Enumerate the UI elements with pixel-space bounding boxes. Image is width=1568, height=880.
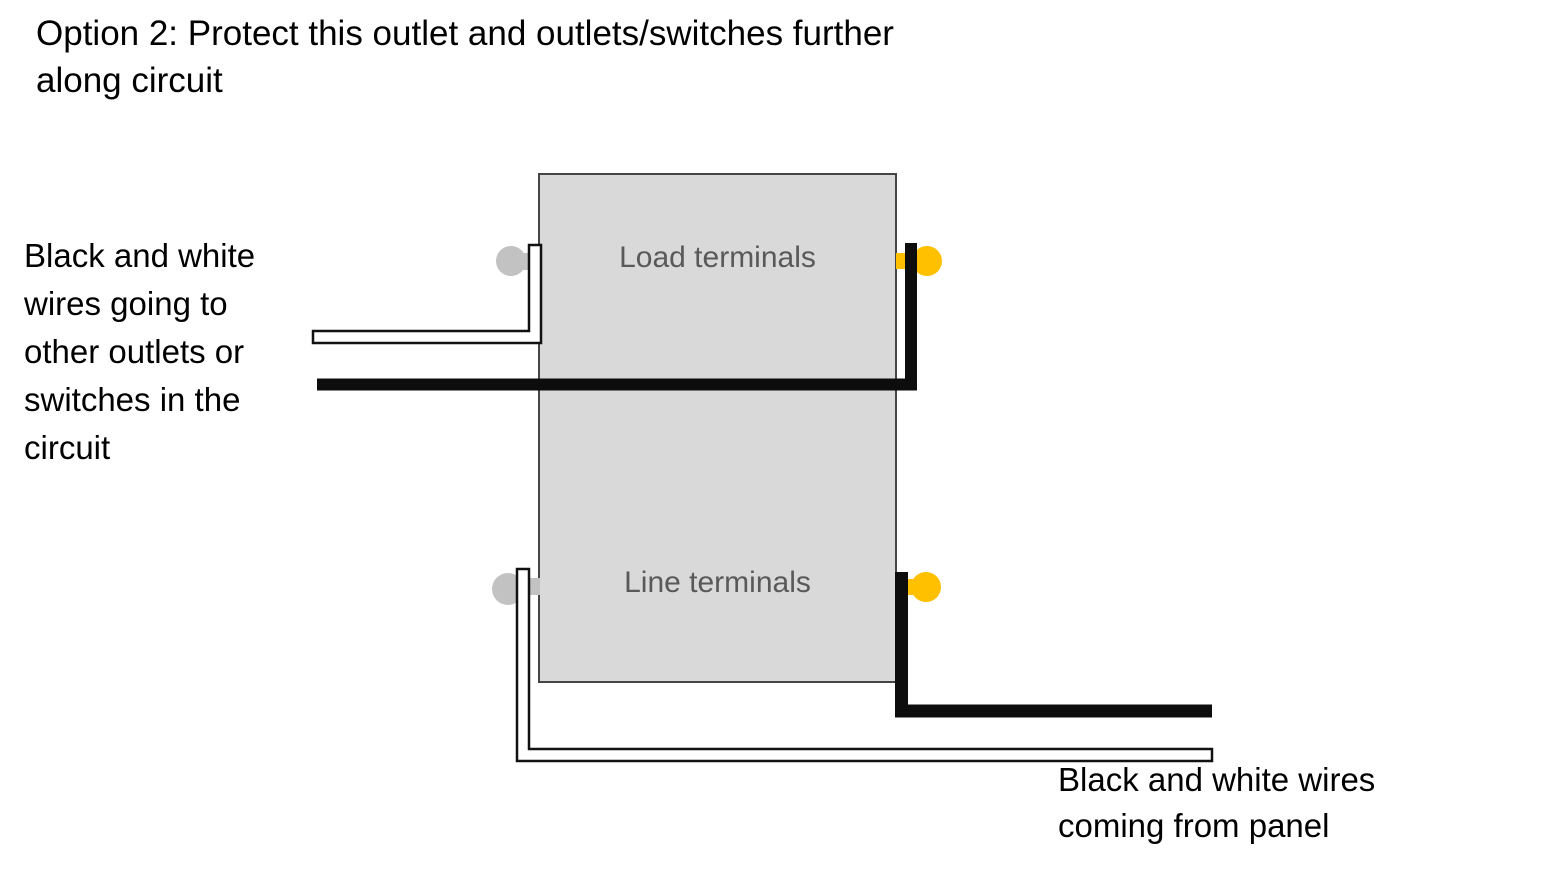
left-wires-annotation: Black and white wires going to other out… [24, 237, 256, 466]
gfci-device-box [538, 173, 897, 683]
black-wire-from-panel [895, 572, 1212, 718]
black-wire-to-load [317, 243, 917, 391]
white-wire-from-panel [515, 567, 1214, 763]
load-terminals-label: Load terminals [619, 241, 816, 274]
line-terminals-label: Line terminals [624, 566, 811, 599]
screw-head [496, 246, 526, 276]
load-hot-terminal-screw-icon [896, 246, 942, 276]
white-wire-to-load [311, 243, 543, 345]
screw-head [912, 246, 942, 276]
screw-head [911, 572, 941, 602]
panel-wires-annotation: Black and white wires coming from panel [1058, 761, 1376, 844]
page-title: Option 2: Protect this outlet and outlet… [36, 14, 894, 100]
